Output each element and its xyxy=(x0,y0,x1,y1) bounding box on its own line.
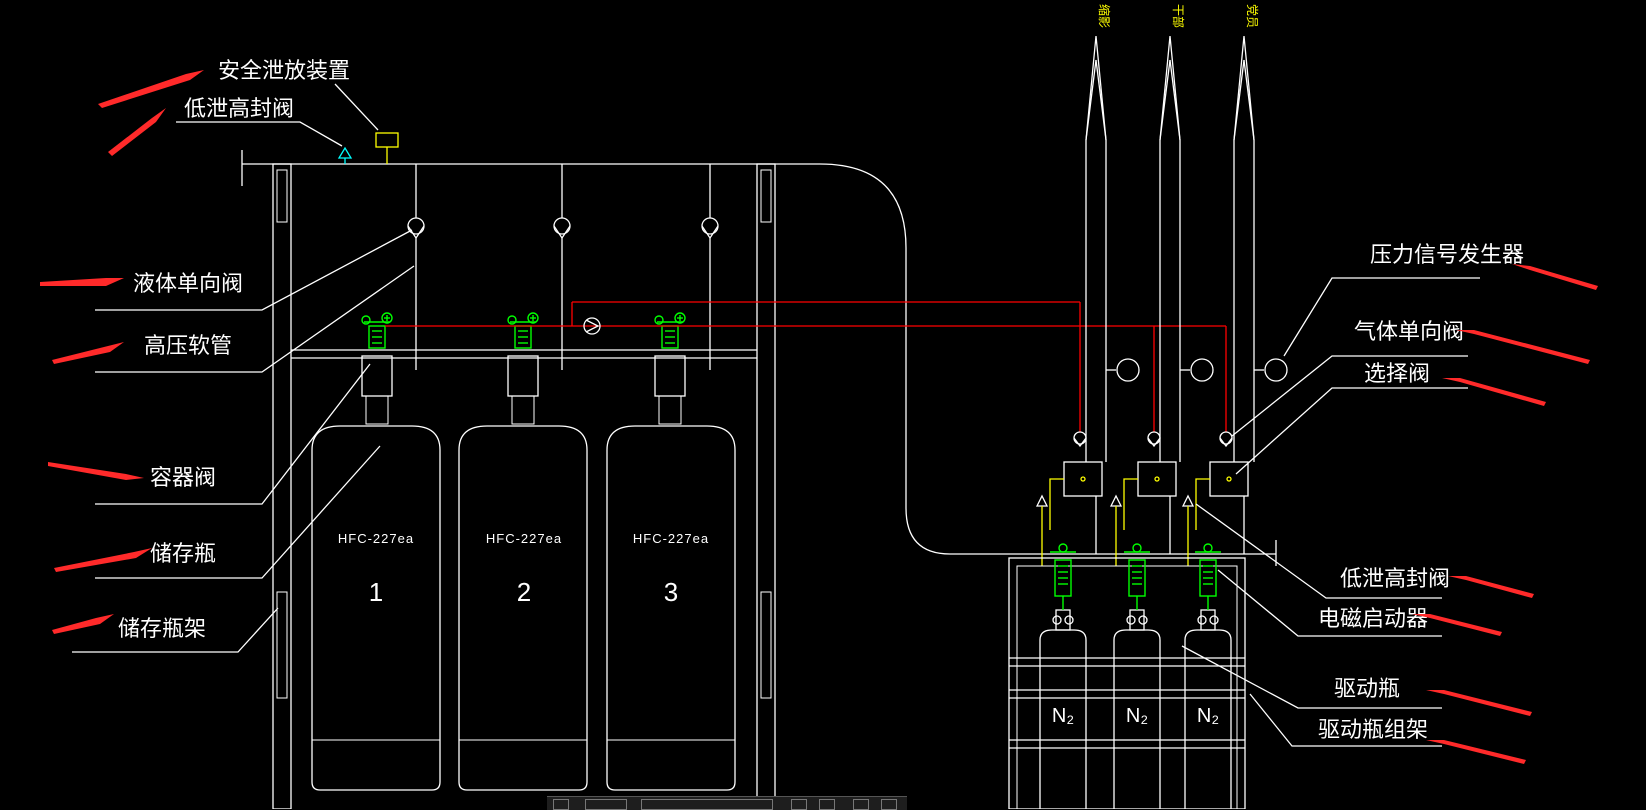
annotation-arrow xyxy=(1512,264,1598,290)
label-selector-valve: 选择阀 xyxy=(1364,362,1430,387)
selector-valves xyxy=(1063,431,1249,554)
leader-lines xyxy=(72,83,1480,747)
annotation-arrow xyxy=(1426,690,1532,716)
storage-tank: HFC-227ea 2 xyxy=(458,355,588,791)
zone-pipes: 缩影 干部 党员 xyxy=(1085,4,1260,462)
label-low-leak-seal-left: 低泄高封阀 xyxy=(184,97,294,122)
status-bar-segment[interactable] xyxy=(641,799,773,810)
annotation-arrow xyxy=(40,278,124,286)
drive-cylinder: N₂ xyxy=(1039,609,1087,809)
storage-rack xyxy=(272,163,776,809)
label-high-pressure-hose: 高压软管 xyxy=(144,334,232,359)
annotation-arrow xyxy=(1442,378,1546,406)
label-storage-cylinder: 储存瓶 xyxy=(150,542,216,567)
annotation-arrow xyxy=(1456,330,1590,364)
low-leak-seal-valve-left xyxy=(337,146,353,164)
status-bar-segment[interactable] xyxy=(585,799,627,810)
label-liquid-check-valve: 液体单向阀 xyxy=(133,272,243,297)
zone-label: 缩影 xyxy=(1097,4,1112,28)
label-drive-rack: 驱动瓶组架 xyxy=(1318,718,1428,743)
annotation-arrow xyxy=(52,614,114,634)
container-valve-heads xyxy=(361,312,686,349)
tank-number: 2 xyxy=(517,577,531,607)
zone-label: 干部 xyxy=(1171,4,1186,28)
storage-tanks: HFC-227ea 1 HFC-227ea 2 HFC-227ea 3 xyxy=(311,355,736,791)
tank-number: 3 xyxy=(664,577,678,607)
pressure-signal-generators xyxy=(1106,358,1288,382)
status-bar-segment[interactable] xyxy=(819,799,835,810)
label-pressure-signal: 压力信号发生器 xyxy=(1370,243,1524,268)
label-safety-relief: 安全泄放装置 xyxy=(218,59,350,84)
annotation-arrow xyxy=(48,462,144,480)
annotation-arrow xyxy=(1412,614,1502,636)
label-gas-check-valve: 气体单向阀 xyxy=(1354,320,1464,345)
drive-signal-lines xyxy=(1035,478,1210,566)
drive-cylinder: N₂ xyxy=(1113,609,1161,809)
storage-tank: HFC-227ea 3 xyxy=(606,355,736,791)
annotation-arrow xyxy=(1426,740,1526,764)
tank-agent-label: HFC-227ea xyxy=(338,531,414,546)
tank-agent-label: HFC-227ea xyxy=(633,531,709,546)
annotation-arrow xyxy=(108,108,166,156)
status-bar-segment[interactable] xyxy=(881,799,897,810)
solenoid-starters xyxy=(1050,543,1221,610)
status-bar-segment[interactable] xyxy=(553,799,569,810)
label-solenoid-starter: 电磁启动器 xyxy=(1318,607,1428,632)
status-bar-segment[interactable] xyxy=(791,799,807,810)
annotation-arrow xyxy=(52,342,124,364)
liquid-check-valves xyxy=(407,164,719,370)
annotation-arrow xyxy=(98,70,204,108)
tank-number: 1 xyxy=(369,577,383,607)
drive-cylinder: N₂ xyxy=(1184,609,1232,809)
drive-cylinder-gas: N₂ xyxy=(1052,705,1074,727)
annotation-arrows xyxy=(40,70,1598,764)
drive-cylinder-gas: N₂ xyxy=(1126,705,1148,727)
status-bar-segment[interactable] xyxy=(853,799,869,810)
drive-cylinder-gas: N₂ xyxy=(1197,705,1219,727)
annotation-arrow xyxy=(1448,576,1534,598)
cad-status-bar[interactable] xyxy=(547,796,907,810)
main-manifold xyxy=(241,150,1277,566)
drive-cylinders: N₂ N₂ N₂ xyxy=(1039,609,1232,809)
zone-label: 党员 xyxy=(1245,4,1260,28)
label-container-valve: 容器阀 xyxy=(150,466,216,491)
storage-tank: HFC-227ea 1 xyxy=(311,355,441,791)
label-low-leak-seal-right: 低泄高封阀 xyxy=(1340,567,1450,592)
component-labels: 安全泄放装置 低泄高封阀 液体单向阀 高压软管 容器阀 储存瓶 储存瓶架 压力信… xyxy=(118,59,1524,743)
safety-relief-device xyxy=(375,132,399,164)
label-drive-cylinder: 驱动瓶 xyxy=(1334,677,1400,702)
tank-agent-label: HFC-227ea xyxy=(486,531,562,546)
annotation-arrow xyxy=(54,548,152,572)
label-storage-rack: 储存瓶架 xyxy=(118,617,206,642)
